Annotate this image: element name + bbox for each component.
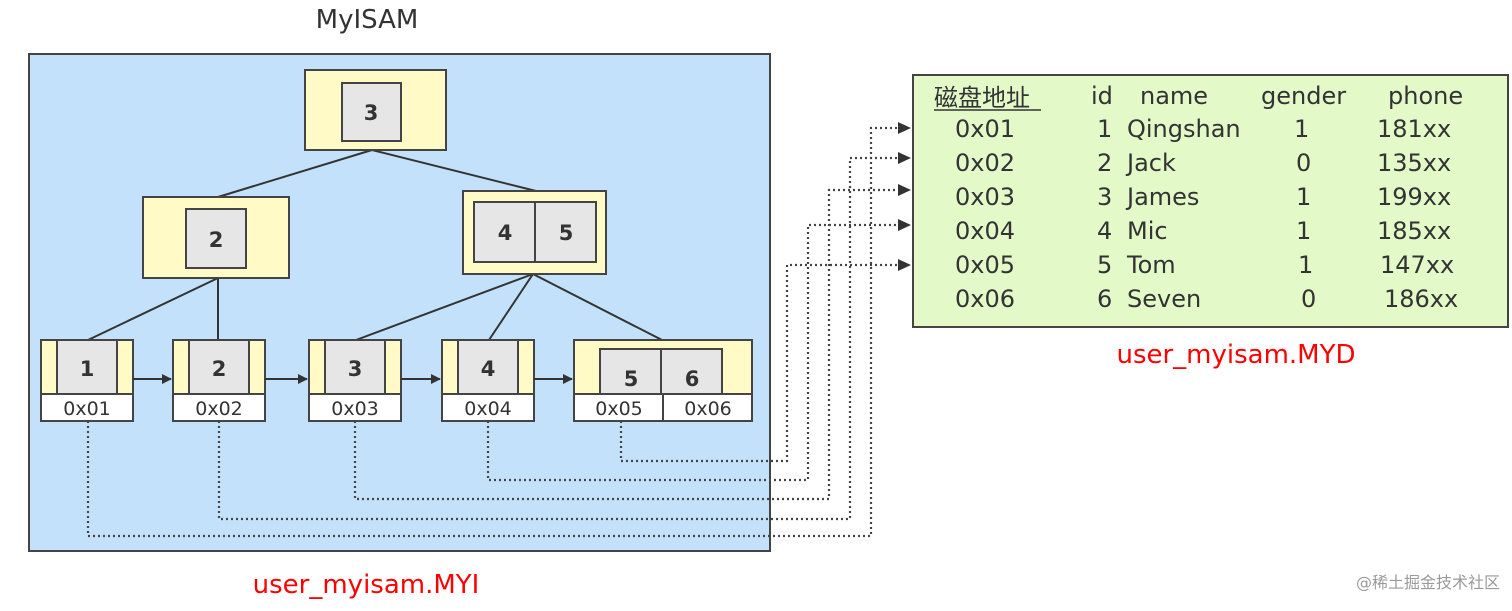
leaf-4-key: 4 <box>481 357 496 381</box>
row-1-id: 1 <box>1097 115 1112 143</box>
table-row: 0x03 3 James 1 199xx <box>955 183 1451 211</box>
row-4-name: Mic <box>1127 217 1168 245</box>
leaf-5-addr-1: 0x05 <box>595 398 643 420</box>
level2-right-key-1: 4 <box>498 221 513 245</box>
pointer-arrowheads <box>898 122 911 271</box>
row-1-phone: 181xx <box>1377 115 1451 143</box>
leaf-5-key-1: 5 <box>624 367 639 391</box>
row-2-gender: 0 <box>1296 149 1311 177</box>
root-node: 3 <box>304 69 447 151</box>
row-2-phone: 135xx <box>1377 149 1451 177</box>
leaf-3-key: 3 <box>348 357 363 381</box>
leaf-5-key-2: 6 <box>685 367 700 391</box>
data-table-header: 磁盘地址 id name gender phone <box>934 82 1463 112</box>
level2-right-node: 4 5 <box>462 190 607 275</box>
table-row: 0x01 1 Qingshan 1 181xx <box>955 115 1451 143</box>
row-4-address: 0x04 <box>955 217 1015 245</box>
row-1-address: 0x01 <box>955 115 1015 143</box>
watermark: @稀土掘金技术社区 <box>1355 573 1500 592</box>
leaf-3-key-cell <box>324 339 386 395</box>
row-3-gender: 1 <box>1296 183 1311 211</box>
data-file-label: user_myisam.MYD <box>1116 340 1355 370</box>
leaf-1-key: 1 <box>80 357 95 381</box>
row-5-id: 5 <box>1097 251 1112 279</box>
row-6-id: 6 <box>1097 285 1112 313</box>
leaf-5-addr-cell-1 <box>573 393 664 422</box>
row-5-name: Tom <box>1126 251 1176 279</box>
leaf-4-key-cell <box>457 339 519 395</box>
row-6-address: 0x06 <box>955 285 1015 313</box>
row-2-address: 0x02 <box>955 149 1015 177</box>
header-gender: gender <box>1261 82 1346 110</box>
leaf-5-addr-2: 0x06 <box>684 398 732 420</box>
leaf-4-addr: 0x04 <box>464 398 512 420</box>
row-2-id: 2 <box>1097 149 1112 177</box>
leaf-2-addr: 0x02 <box>195 398 243 420</box>
leaf-3-addr-cell <box>308 393 402 422</box>
level2-right-key-cell-2 <box>534 201 597 263</box>
level2-left-node: 2 <box>142 196 290 279</box>
data-panel <box>912 74 1509 328</box>
header-id: id <box>1091 82 1113 110</box>
index-title: MyISAM <box>316 5 419 35</box>
table-row: 0x02 2 Jack 0 135xx <box>955 149 1451 177</box>
row-1-gender: 1 <box>1294 115 1309 143</box>
header-phone: phone <box>1388 82 1463 110</box>
data-table-rows: 0x01 1 Qingshan 1 181xx 0x02 2 Jack 0 13… <box>955 115 1458 313</box>
tree-edges <box>87 149 663 341</box>
row-6-phone: 186xx <box>1384 285 1458 313</box>
row-1-name: Qingshan <box>1127 115 1241 143</box>
leaf-1-key-cell <box>56 339 118 395</box>
row-4-phone: 185xx <box>1377 217 1451 245</box>
row-3-address: 0x03 <box>955 183 1015 211</box>
header-disk-address: 磁盘地址 <box>934 84 1030 112</box>
row-5-gender: 1 <box>1298 251 1313 279</box>
leaf-2-key: 2 <box>212 357 227 381</box>
leaf-5-addr-cell-2 <box>662 393 753 422</box>
table-row: 0x06 6 Seven 0 186xx <box>955 285 1458 313</box>
level2-left-key: 2 <box>209 228 224 252</box>
leaf-3-addr: 0x03 <box>331 398 379 420</box>
leaf-1-addr: 0x01 <box>63 398 111 420</box>
row-3-name: James <box>1125 183 1199 211</box>
row-6-name: Seven <box>1127 285 1201 313</box>
index-file-label: user_myisam.MYI <box>253 570 480 600</box>
level2-right-key-2: 5 <box>559 221 574 245</box>
row-4-id: 4 <box>1097 217 1112 245</box>
table-row: 0x04 4 Mic 1 185xx <box>955 217 1451 245</box>
row-2-name: Jack <box>1125 149 1176 177</box>
leaf-node-5: 5 6 0x05 0x06 <box>573 339 753 422</box>
root-key: 3 <box>364 101 379 125</box>
level2-left-key-cell <box>185 208 247 269</box>
root-key-cell <box>341 82 402 142</box>
leaf-1-addr-cell <box>40 393 134 422</box>
leaf-node-2: 2 0x02 <box>172 339 266 422</box>
leaf-node-1: 1 0x01 <box>40 339 134 422</box>
leaf-2-addr-cell <box>172 393 266 422</box>
row-5-phone: 147xx <box>1380 251 1454 279</box>
address-pointer-lines <box>86 126 903 538</box>
row-5-address: 0x05 <box>955 251 1015 279</box>
header-name: name <box>1140 82 1208 110</box>
leaf-node-4: 4 0x04 <box>441 339 535 422</box>
table-row: 0x05 5 Tom 1 147xx <box>955 251 1454 279</box>
leaf-5-key-cell-2 <box>660 348 723 395</box>
row-4-gender: 1 <box>1296 217 1311 245</box>
row-3-id: 3 <box>1097 183 1112 211</box>
row-3-phone: 199xx <box>1377 183 1451 211</box>
row-6-gender: 0 <box>1301 285 1316 313</box>
leaf-node-3: 3 0x03 <box>308 339 402 422</box>
